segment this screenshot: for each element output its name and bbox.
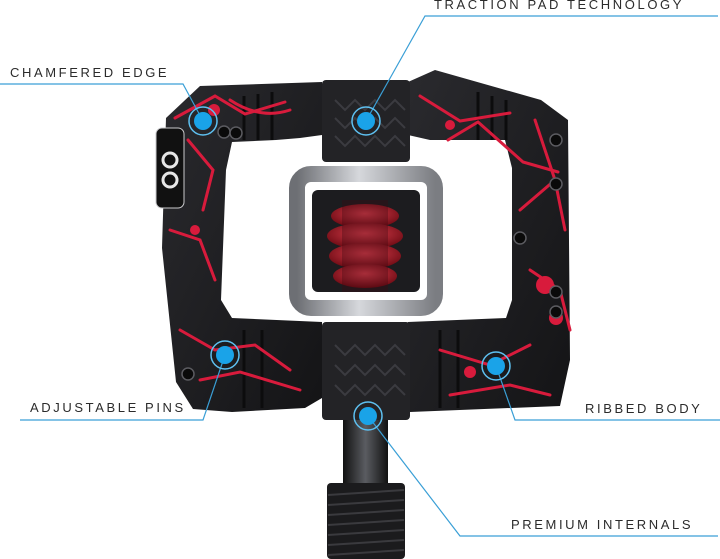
leader-premium-internals (367, 415, 718, 537)
callout-ribbed-body: RIBBED BODY (585, 401, 703, 416)
cleat-mechanism (289, 166, 443, 316)
marker-adjustable-pins (210, 340, 240, 370)
callout-traction-pad-technology: TRACTION PAD TECHNOLOGY (434, 0, 685, 12)
leader-adjustable-pins (20, 354, 226, 421)
pedal-pins (181, 125, 563, 381)
marker-premium-internals (353, 401, 383, 431)
marker-chamfered-edge (188, 106, 218, 136)
marker-traction-pad (351, 106, 381, 136)
spindle (327, 420, 405, 559)
callout-chamfered-edge: CHAMFERED EDGE (10, 65, 170, 80)
callout-adjustable-pins: ADJUSTABLE PINS (30, 400, 186, 415)
leader-traction-pad (365, 15, 718, 122)
leader-ribbed-body (495, 365, 720, 421)
callout-markers (188, 106, 511, 431)
callout-leader-lines (0, 15, 720, 537)
callout-premium-internals: PREMIUM INTERNALS (511, 517, 694, 532)
marker-ribbed-body (481, 351, 511, 381)
